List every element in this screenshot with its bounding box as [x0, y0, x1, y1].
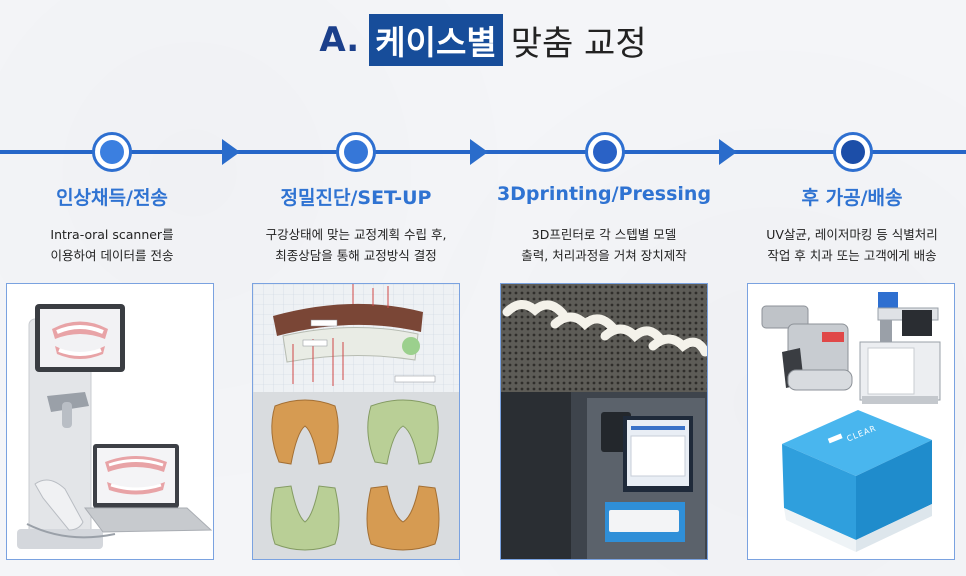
step-desc-3: 3D프린터로 각 스텝별 모델 출력, 처리과정을 거쳐 장치제작	[484, 224, 724, 266]
post-processing-svg	[748, 284, 954, 559]
step-title-4: 후 가공/배송	[801, 187, 903, 209]
arrow-right-icon	[719, 139, 737, 165]
printed-models-photo	[501, 284, 707, 392]
step-desc-line: 구강상태에 맞는 교정계획 수립 후,	[265, 227, 447, 242]
step-title-1: 인상채득/전송	[56, 187, 168, 209]
post-processing-image: CLEAR	[747, 283, 955, 560]
page-title: A. 케이스별 맞춤 교정	[0, 14, 966, 66]
setup-arch-models	[253, 392, 459, 559]
step-title-3: 3Dprinting/Pressing	[496, 183, 712, 205]
step-desc-2: 구강상태에 맞는 교정계획 수립 후, 최종상담을 통해 교정방식 결정	[236, 224, 476, 266]
scanner-illustration	[7, 284, 213, 559]
step-dot-1	[100, 140, 124, 164]
step-desc-line: UV살균, 레이저마킹 등 식별처리	[766, 227, 938, 242]
title-prefix: A.	[319, 20, 360, 60]
arrow-right-icon	[222, 139, 240, 165]
step-node-1	[92, 132, 132, 172]
step-node-4	[833, 132, 873, 172]
printer-photo	[501, 392, 707, 559]
step-desc-line: 이용하여 데이터를 전송	[50, 248, 174, 263]
step-desc-line: 작업 후 치과 또는 고객에게 배송	[767, 248, 937, 263]
step-dot-2	[344, 140, 368, 164]
setup-3d-view	[253, 284, 459, 392]
step-desc-line: 3D프린터로 각 스텝별 모델	[531, 227, 677, 242]
step-title-2: 정밀진단/SET-UP	[280, 187, 432, 209]
step-dot-4	[841, 140, 865, 164]
title-highlight: 케이스별	[369, 14, 503, 66]
step-desc-line: 출력, 처리과정을 거쳐 장치제작	[521, 248, 687, 263]
step-desc-4: UV살균, 레이저마킹 등 식별처리 작업 후 치과 또는 고객에게 배송	[732, 224, 966, 266]
step-dot-3	[593, 140, 617, 164]
step-desc-line: 최종상담을 통해 교정방식 결정	[275, 248, 437, 263]
printer-svg	[501, 392, 707, 559]
printed-models-svg	[501, 284, 707, 392]
arrow-right-icon	[470, 139, 488, 165]
setup-image	[252, 283, 460, 560]
setup-arch-svg	[253, 392, 459, 559]
title-rest: 맞춤 교정	[510, 23, 647, 64]
step-node-3	[585, 132, 625, 172]
step-desc-line: Intra-oral scanner를	[50, 227, 174, 242]
printing-image	[500, 283, 708, 560]
setup-3d-svg	[253, 284, 459, 392]
step-node-2	[336, 132, 376, 172]
step-desc-1: Intra-oral scanner를 이용하여 데이터를 전송	[0, 224, 232, 266]
scanner-image	[6, 283, 214, 560]
